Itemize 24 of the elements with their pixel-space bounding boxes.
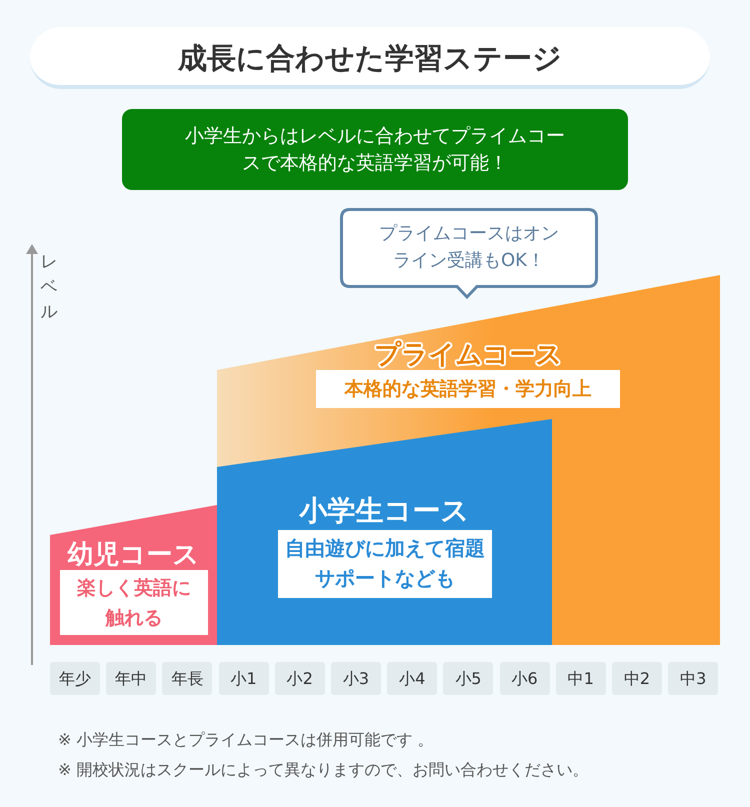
grade-cell: 中2 [612,662,662,695]
course-description: 本格的な英語学習・学力向上 [316,370,620,408]
grade-cell: 年少 [50,662,100,695]
note-text: ※ 小学生コースとプライムコースは併用可能です 。 [58,729,434,751]
grade-cell: 年長 [162,662,212,695]
course-title: 幼児コース [66,539,200,572]
course-title: プライムコース [374,339,564,372]
grade-cell: 小1 [218,662,269,695]
grade-cell: 小4 [387,662,438,695]
grade-cell: 小2 [274,662,325,695]
course-description: 自由遊びに加えて宿題サポートなども [278,530,492,598]
note-text: ※ 開校状況はスクールによって異なりますので、お問い合わせください。 [58,759,588,781]
grade-cell: 小5 [443,662,494,695]
grade-cell: 年中 [106,662,156,695]
grade-cell: 小3 [331,662,381,695]
course-title: 小学生コース [298,493,470,529]
grade-cell: 中1 [556,662,606,695]
bubble-text: プライムコースはオンライン受講もOK！ [378,222,560,273]
message-banner: 小学生からはレベルに合わせてプライムコースで本格的な英語学習が可能！ [122,109,628,190]
grade-cell: 小6 [500,662,550,695]
axis-label: レベル [40,251,58,324]
title-banner: 成長に合わせた学習ステージ [30,27,710,89]
course-description: 楽しく英語に触れる [60,570,208,635]
grade-cell: 中3 [668,662,718,695]
